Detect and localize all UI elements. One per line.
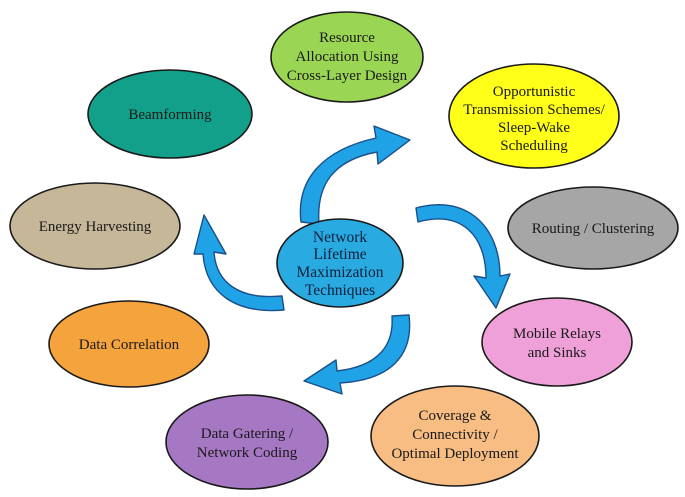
node-resource-allocation: Resource Allocation Using Cross-Layer De… (270, 11, 424, 103)
center-node: Network Lifetime Maximization Techniques (276, 218, 404, 308)
energy-harvesting-label: Energy Harvesting (39, 219, 152, 235)
mobile-relays-label-1: Mobile Relays (513, 326, 601, 342)
routing-clustering-ellipse (507, 186, 679, 270)
center-label-line-2: Lifetime (313, 246, 366, 263)
coverage-label-3: Optimal Deployment (391, 446, 519, 462)
resource-allocation-ellipse (270, 11, 424, 103)
center-label-line-3: Maximization (297, 264, 384, 281)
center-label-line-4: Techniques (305, 282, 375, 299)
arrow-top-right (299, 125, 411, 225)
coverage-label-1: Coverage & (419, 408, 492, 424)
resource-allocation-label-1: Resource (319, 30, 375, 46)
node-beamforming: Beamforming (87, 69, 253, 159)
data-gathering-label-2: Network Coding (197, 445, 298, 461)
arrow-right-down (415, 204, 511, 309)
node-energy-harvesting: Energy Harvesting (9, 182, 181, 270)
opportunistic-transmission-ellipse (448, 63, 620, 169)
energy-harvesting-ellipse (9, 182, 181, 270)
beamforming-label: Beamforming (128, 107, 212, 123)
mobile-relays-label-2: and Sinks (528, 345, 587, 361)
arrow-bottom-left (303, 314, 411, 395)
center-ellipse (276, 218, 404, 308)
coverage-connectivity-ellipse (370, 385, 540, 487)
coverage-label-2: Connectivity / (412, 427, 498, 443)
node-data-correlation: Data Correlation (48, 300, 210, 388)
node-data-gathering: Data Gatering / Network Coding (165, 394, 329, 490)
resource-allocation-label-2: Allocation Using (296, 49, 399, 65)
opportunistic-label-3: Sleep-Wake (498, 120, 570, 136)
data-gathering-label-1: Data Gatering / (201, 426, 294, 442)
resource-allocation-label-3: Cross-Layer Design (287, 68, 408, 84)
beamforming-ellipse (87, 69, 253, 159)
node-mobile-relays: Mobile Relays and Sinks (481, 297, 633, 387)
mobile-relays-ellipse (481, 297, 633, 387)
opportunistic-label-1: Opportunistic (493, 84, 576, 100)
data-gathering-ellipse (165, 394, 329, 490)
routing-clustering-label: Routing / Clustering (532, 221, 655, 237)
opportunistic-label-2: Transmission Schemes/ (463, 102, 605, 118)
opportunistic-label-4: Scheduling (500, 138, 568, 154)
data-correlation-label: Data Correlation (79, 337, 180, 353)
arrow-left-up (193, 214, 285, 312)
data-correlation-ellipse (48, 300, 210, 388)
node-coverage-connectivity: Coverage & Connectivity / Optimal Deploy… (370, 385, 540, 487)
node-opportunistic-transmission: Opportunistic Transmission Schemes/ Slee… (448, 63, 620, 169)
node-routing-clustering: Routing / Clustering (507, 186, 679, 270)
arrows (193, 125, 511, 395)
center-label-line-1: Network (313, 229, 367, 246)
